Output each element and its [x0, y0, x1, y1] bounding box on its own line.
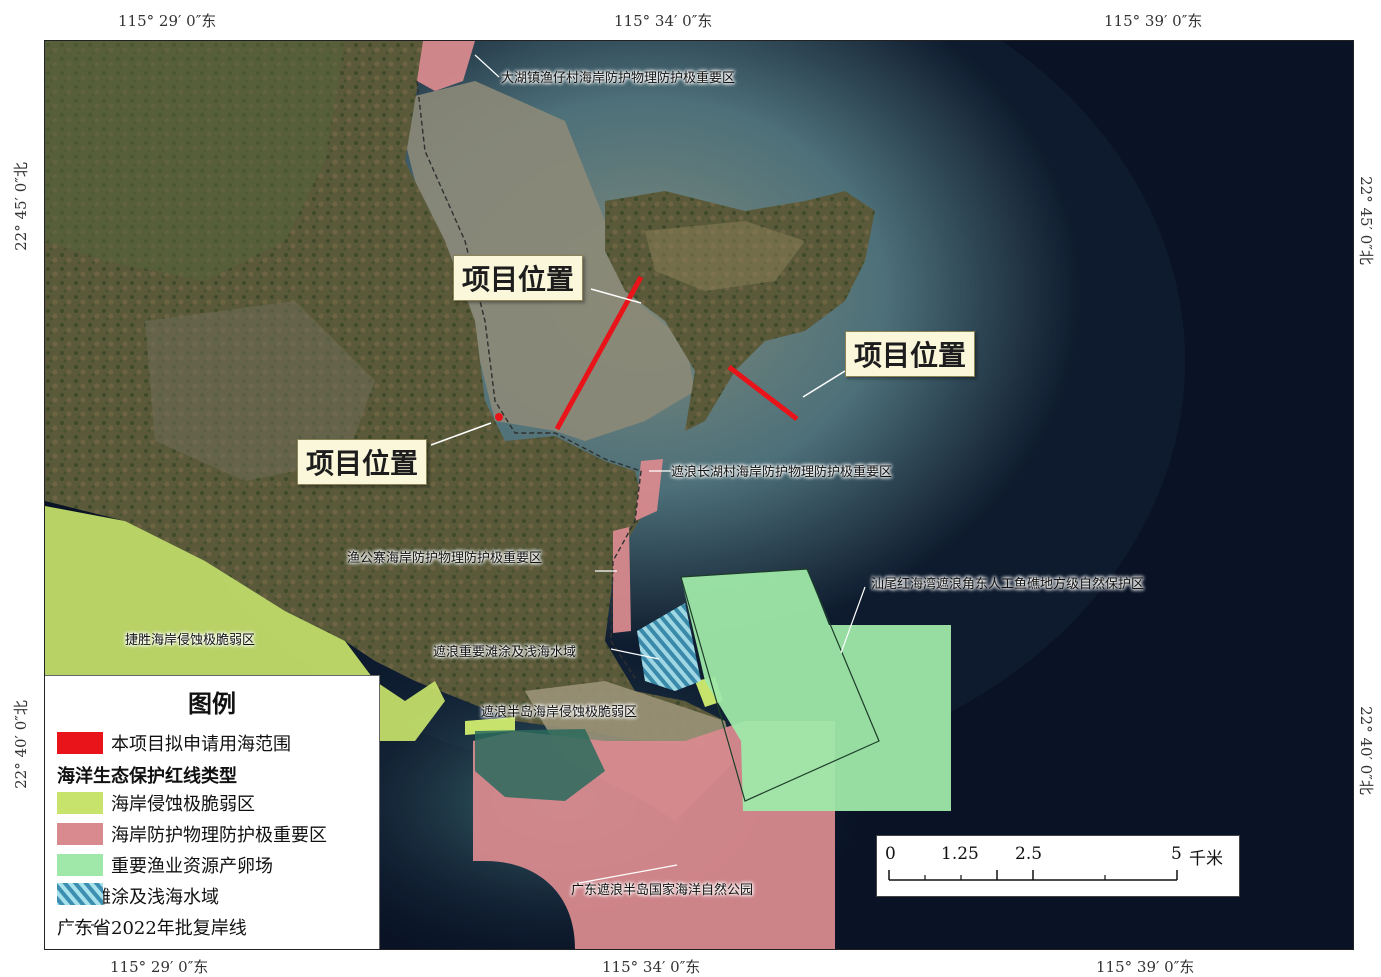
leader-mudflat — [610, 648, 660, 660]
land-town — [145, 301, 375, 481]
scale-bar: 0 1.25 2.5 5 千米 — [876, 835, 1240, 897]
land-vegetation-north — [45, 41, 345, 281]
scale-unit: 千米 — [1189, 849, 1223, 869]
legend-label-project: 本项目拟申请用海范围 — [111, 734, 291, 755]
leader-reef — [840, 586, 866, 654]
scale-label-0: 0 — [885, 844, 896, 864]
lagoon — [475, 729, 605, 801]
callout-project-3: 项目位置 — [297, 439, 428, 485]
zone-jiesheng-erosion — [45, 506, 445, 741]
callout-leader-2 — [802, 370, 846, 398]
label-changhu: 遮浪长湖村海岸防护物理防护极重要区 — [671, 465, 893, 480]
coord-right-1: 22° 45′ 0″北 — [1356, 176, 1375, 265]
legend-swatch-project — [57, 732, 103, 754]
legend: 图例 本项目拟申请用海范围 海洋生态保护红线类型 海岸侵蚀极脆弱区 海岸防护物理… — [45, 675, 380, 949]
callout-leader-3 — [430, 422, 492, 446]
label-zhelang-erosion: 遮浪半岛海岸侵蚀极脆弱区 — [481, 705, 638, 720]
legend-subtitle: 海洋生态保护红线类型 — [57, 766, 237, 787]
legend-swatch-coastline — [59, 924, 101, 926]
project-line-2 — [727, 365, 799, 421]
label-yugongzhai: 渔公寨海岸防护物理防护极重要区 — [347, 551, 543, 566]
island-farmland — [645, 221, 805, 291]
legend-swatch-erosion — [57, 792, 103, 814]
legend-row-mudflat: 重要滩涂及浅海水域 — [57, 883, 219, 909]
leader-marine-park — [578, 864, 678, 884]
legend-label-coastline: 广东省2022年批复岸线 — [57, 918, 247, 939]
legend-row-erosion: 海岸侵蚀极脆弱区 — [57, 790, 255, 816]
map-canvas — [45, 41, 1353, 949]
project-line-1 — [554, 275, 644, 431]
legend-label-protection: 海岸防护物理防护极重要区 — [111, 825, 327, 846]
zone-yugongzhai-protection — [613, 527, 631, 633]
label-mudflat: 遮浪重要滩涂及浅海水域 — [433, 645, 577, 660]
scale-bar-graphic — [888, 870, 1178, 881]
coord-top-1: 115° 29′ 0″东 — [118, 12, 217, 30]
zone-mudflat — [637, 603, 701, 691]
callout-project-1: 项目位置 — [453, 255, 584, 301]
legend-row-coastline: 广东省2022年批复岸线 — [57, 914, 247, 940]
coord-bottom-2: 115° 34′ 0″东 — [602, 958, 701, 976]
approved-coastline — [416, 80, 642, 682]
callout-leader-1 — [590, 288, 642, 304]
legend-row-protection: 海岸防护物理防护极重要区 — [57, 821, 327, 847]
legend-row-spawning: 重要渔业资源产卵场 — [57, 852, 273, 878]
leader-dahu — [474, 54, 500, 78]
coord-top-2: 115° 34′ 0″东 — [614, 12, 713, 30]
label-reef-reserve: 汕尾红海湾遮浪角东人工鱼礁地方级自然保护区 — [871, 577, 1145, 592]
coord-bottom-1: 115° 29′ 0″东 — [110, 958, 209, 976]
zone-dahu-protection — [417, 41, 475, 91]
zone-spawning-ground — [681, 569, 951, 811]
legend-swatch-mudflat — [57, 883, 103, 905]
label-jiesheng: 捷胜海岸侵蚀极脆弱区 — [125, 633, 256, 648]
coord-top-3: 115° 39′ 0″东 — [1104, 12, 1203, 30]
legend-swatch-spawning — [57, 854, 103, 876]
scale-label-2: 2.5 — [1015, 844, 1043, 864]
callout-project-2: 项目位置 — [845, 331, 976, 377]
label-marine-park: 广东遮浪半岛国家海洋自然公园 — [571, 883, 754, 898]
scale-label-3: 5 — [1171, 844, 1182, 864]
legend-label-erosion: 海岸侵蚀极脆弱区 — [111, 794, 255, 815]
zone-reef-reserve-outline — [680, 568, 880, 802]
legend-label-spawning: 重要渔业资源产卵场 — [111, 856, 273, 877]
map-frame: 项目位置 项目位置 项目位置 大湖镇渔仔村海岸防护物理防护极重要区 遮浪长湖村海… — [44, 40, 1354, 950]
coord-bottom-3: 115° 39′ 0″东 — [1096, 958, 1195, 976]
project-point-3 — [495, 413, 503, 421]
zone-changhu-protection — [635, 459, 663, 521]
legend-swatch-protection — [57, 823, 103, 845]
coord-left-2: 22° 40′ 0″北 — [11, 700, 30, 789]
label-dahu: 大湖镇渔仔村海岸防护物理防护极重要区 — [501, 71, 736, 86]
coord-right-2: 22° 40′ 0″北 — [1356, 706, 1375, 795]
scale-label-1: 1.25 — [941, 844, 979, 864]
legend-title: 图例 — [188, 689, 236, 718]
legend-row-project: 本项目拟申请用海范围 — [57, 730, 291, 756]
coord-left-1: 22° 45′ 0″北 — [11, 162, 30, 251]
